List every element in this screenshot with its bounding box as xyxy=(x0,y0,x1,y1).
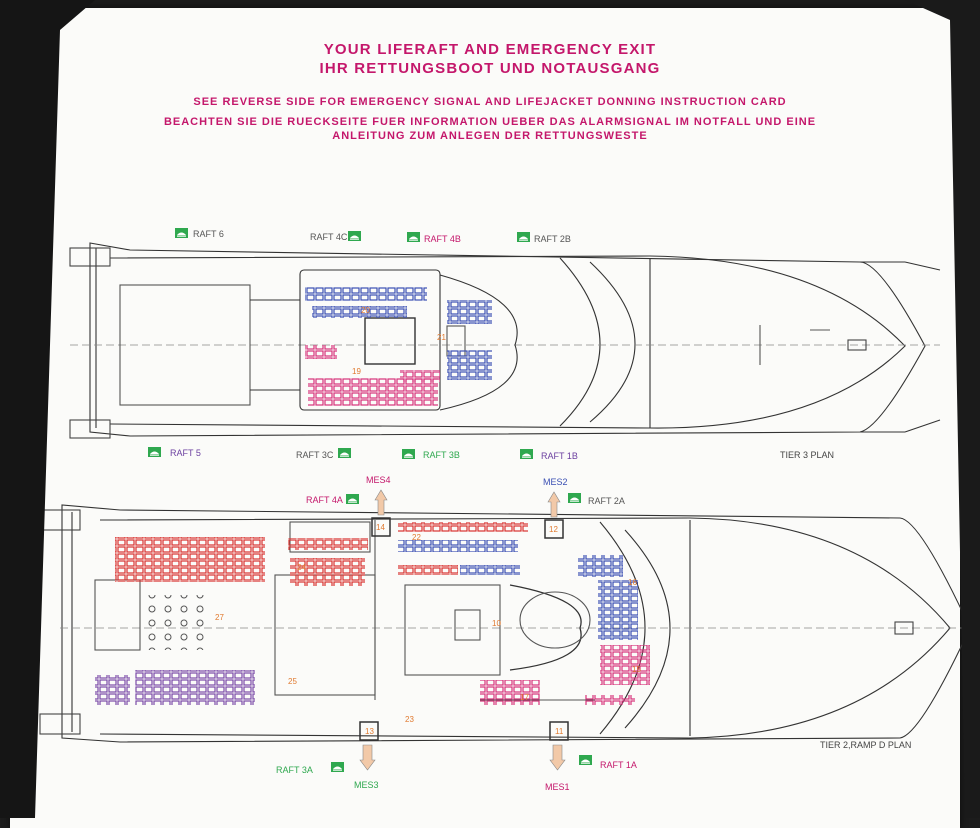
mes-label-2: MES2 xyxy=(543,477,568,487)
zone-label: 21 xyxy=(437,333,446,342)
tier3-plan xyxy=(69,242,941,439)
raft-label-4a: RAFT 4A xyxy=(306,495,343,505)
note-en: SEE REVERSE SIDE FOR EMERGENCY SIGNAL AN… xyxy=(193,96,787,108)
note-de-line2: ANLEITUNG ZUM ANLEGEN DER RETTUNGSWESTE xyxy=(332,130,648,142)
title-de: IHR RETTUNGSBOOT UND NOTAUSGANG xyxy=(319,60,661,77)
zone-label: 20 xyxy=(361,306,370,315)
raft-label-1b: RAFT 1B xyxy=(541,451,578,461)
raft-label-3a: RAFT 3A xyxy=(276,765,313,775)
raft-icon xyxy=(346,494,359,504)
raft-icon xyxy=(402,449,415,459)
raft-icon xyxy=(520,449,533,459)
note-de-line1: BEACHTEN SIE DIE RUECKSEITE FUER INFORMA… xyxy=(163,116,817,128)
zone-label: 14 xyxy=(376,523,385,532)
zone-label: 22 xyxy=(412,533,421,542)
tier2-plan-label: TIER 2,RAMP D PLAN xyxy=(820,740,911,750)
mes-label-4: MES4 xyxy=(366,475,391,485)
zone-label: 19 xyxy=(352,367,361,376)
zone-label: 15 xyxy=(632,665,641,674)
raft-icon xyxy=(338,448,351,458)
zone-label: 13 xyxy=(365,727,374,736)
zone-label: 23 xyxy=(405,715,414,724)
zone-label: 27 xyxy=(215,613,224,622)
raft-icon xyxy=(348,231,361,241)
raft-label-1a: RAFT 1A xyxy=(600,760,637,770)
mes-label-1: MES1 xyxy=(545,782,570,792)
raft-icon xyxy=(579,755,592,765)
zone-label: 10 xyxy=(492,619,501,628)
raft-icon xyxy=(407,232,420,242)
raft-icon xyxy=(568,493,581,503)
tier3-plan-label: TIER 3 PLAN xyxy=(780,450,834,460)
zone-label: 11 xyxy=(555,727,564,736)
raft-icon xyxy=(148,447,161,457)
raft-label-6: RAFT 6 xyxy=(193,229,224,239)
raft-icon xyxy=(517,232,530,242)
tier2-plan xyxy=(39,504,975,743)
raft-icon xyxy=(331,762,344,772)
zone-label: 17 xyxy=(520,693,529,702)
zone-label: 25 xyxy=(288,677,297,686)
raft-label-3c: RAFT 3C xyxy=(296,450,334,460)
raft-icon xyxy=(175,228,188,238)
zone-label: 24 xyxy=(297,563,306,572)
exit-arrow-icon xyxy=(359,489,566,771)
raft-label-4b: RAFT 4B xyxy=(424,234,461,244)
raft-label-2b: RAFT 2B xyxy=(534,234,571,244)
raft-label-4c: RAFT 4C xyxy=(310,232,348,242)
raft-label-2a: RAFT 2A xyxy=(588,496,625,506)
raft-label-5: RAFT 5 xyxy=(170,448,201,458)
title-en: YOUR LIFERAFT AND EMERGENCY EXIT xyxy=(323,41,657,58)
raft-label-3b: RAFT 3B xyxy=(423,450,460,460)
zone-label: 12 xyxy=(549,525,558,534)
zone-label: 16 xyxy=(628,578,637,587)
mes-label-3: MES3 xyxy=(354,780,379,790)
